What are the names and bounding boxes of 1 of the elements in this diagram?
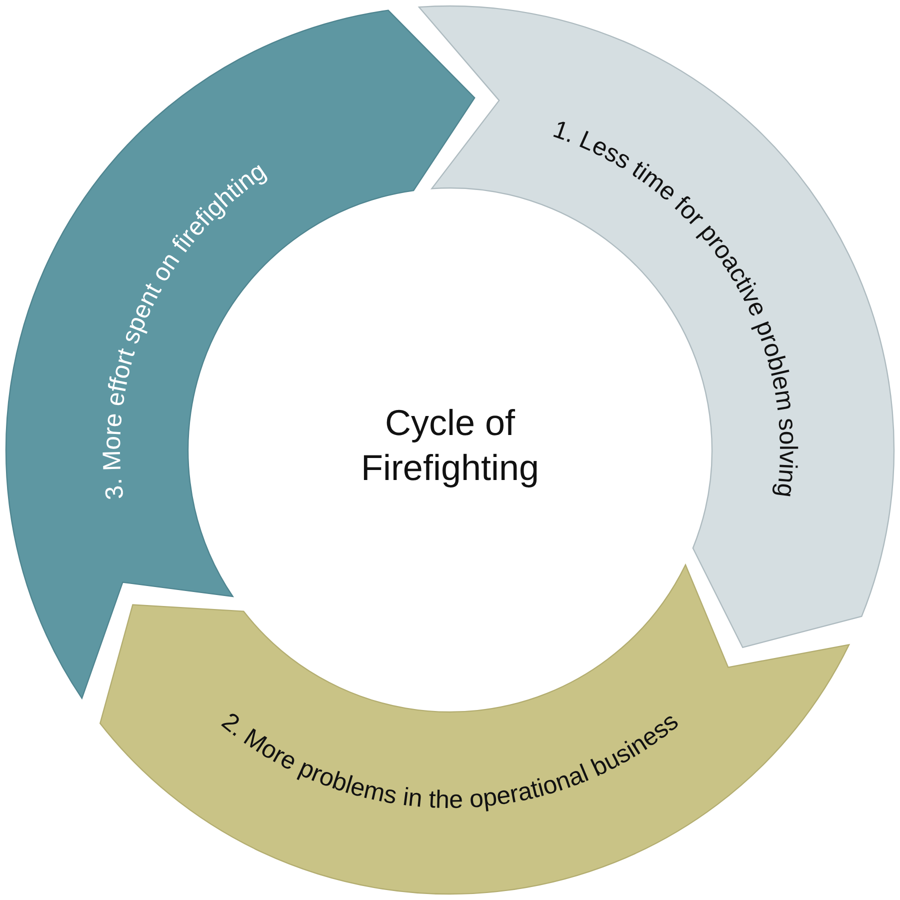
- title: Cycle of Firefighting: [360, 401, 540, 490]
